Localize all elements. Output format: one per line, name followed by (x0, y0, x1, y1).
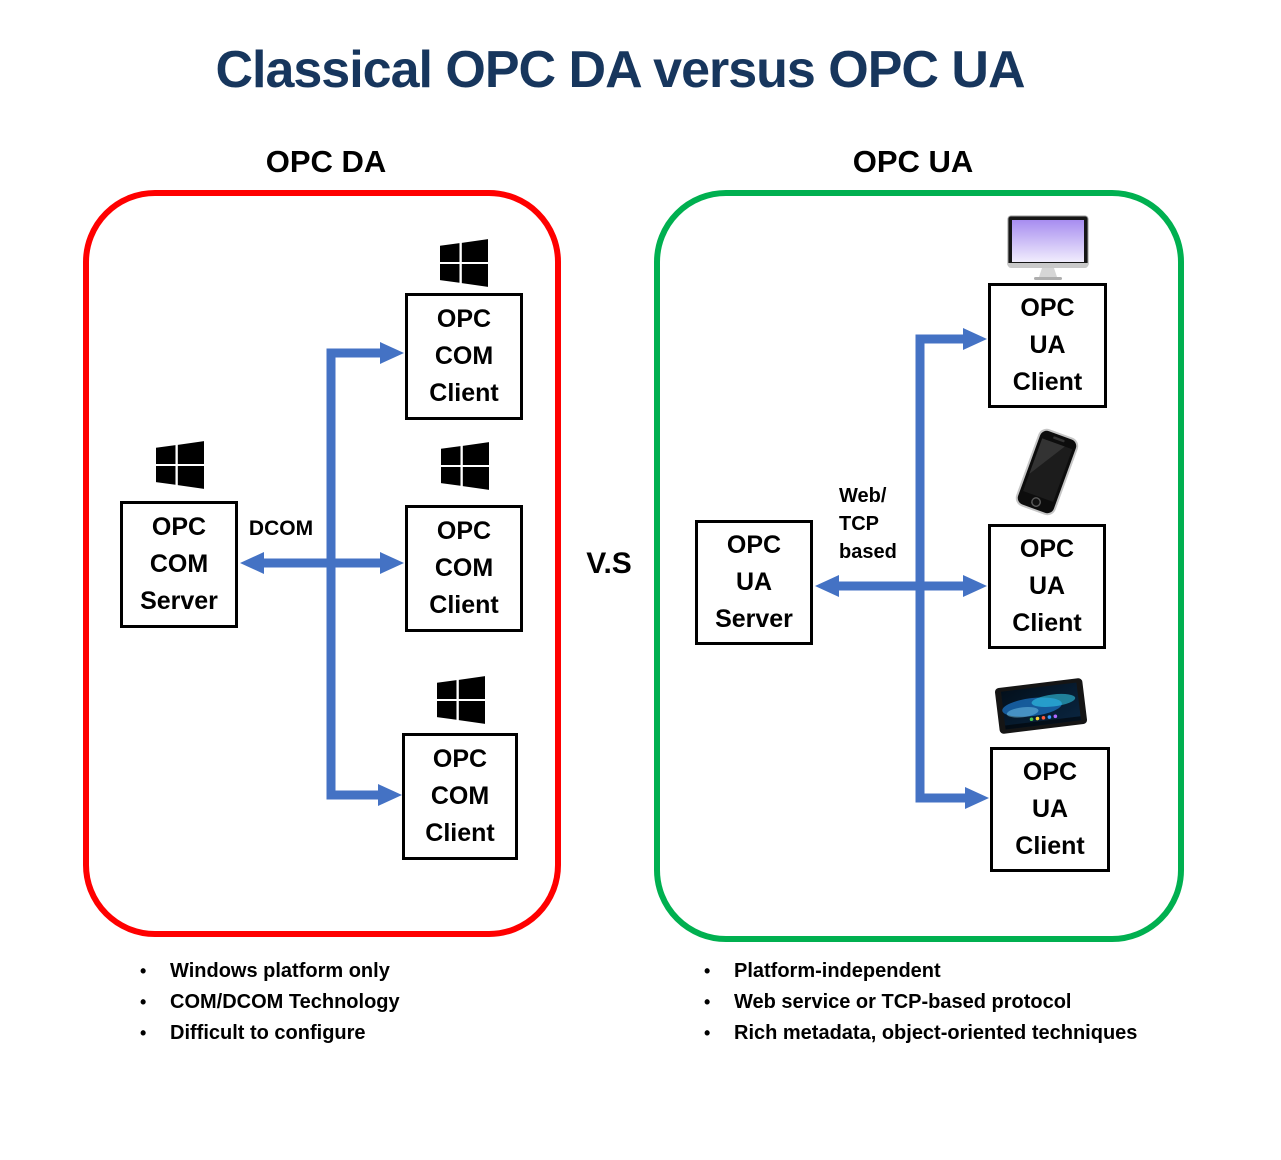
opc-ua-client-box-1: OPC UA Client (988, 283, 1107, 408)
node-line: UA (735, 568, 773, 596)
opc-com-client-box-1: OPC COM Client (405, 293, 523, 420)
bullet-dot: • (140, 992, 147, 1012)
node-line: OPC (436, 305, 492, 333)
node-line: COM (149, 550, 209, 578)
bullet-dot: • (704, 961, 711, 981)
web-tcp-line: Web/ (839, 485, 887, 507)
list-item: • COM/DCOM Technology (140, 991, 400, 1013)
list-item-text: Rich metadata, object-oriented technique… (734, 1022, 1138, 1044)
node-line: Client (1015, 832, 1085, 860)
list-item: • Windows platform only (140, 960, 400, 982)
node-line: OPC (436, 517, 492, 545)
node-line: Server (715, 605, 793, 633)
windows-logo-icon (441, 442, 489, 490)
windows-logo-icon (440, 239, 488, 287)
node-line: COM (434, 554, 494, 582)
web-tcp-line: based (839, 541, 897, 563)
bullet-dot: • (704, 1023, 711, 1043)
versus-label: V.S (586, 547, 632, 580)
node-line: OPC (432, 745, 488, 773)
opc-da-feature-list: • Windows platform only • COM/DCOM Techn… (140, 960, 400, 1044)
opc-ua-server-box: OPC UA Server (695, 520, 813, 645)
node-line: Client (429, 591, 499, 619)
smartphone-icon (1015, 428, 1079, 516)
node-line: OPC (1019, 535, 1075, 563)
windows-logo-icon (156, 441, 204, 489)
opc-com-server-box: OPC COM Server (120, 501, 238, 628)
node-line: UA (1031, 795, 1069, 823)
tablet-icon (994, 678, 1088, 734)
list-item-text: Web service or TCP-based protocol (734, 991, 1072, 1013)
opc-com-client-box-3: OPC COM Client (402, 733, 518, 860)
list-item-text: Platform-independent (734, 960, 941, 982)
web-tcp-connection-label: Web/ TCP based (839, 482, 897, 566)
list-item-text: Difficult to configure (170, 1022, 366, 1044)
list-item: • Rich metadata, object-oriented techniq… (704, 1022, 1137, 1044)
opc-ua-group-outline (654, 190, 1184, 942)
bullet-dot: • (704, 992, 711, 1012)
node-line: UA (1028, 572, 1066, 600)
node-line: COM (434, 342, 494, 370)
list-item: • Web service or TCP-based protocol (704, 991, 1137, 1013)
node-line: Client (1012, 609, 1082, 637)
page-title: Classical OPC DA versus OPC UA (215, 41, 1025, 99)
opc-ua-client-box-3: OPC UA Client (990, 747, 1110, 872)
node-line: Client (429, 379, 499, 407)
right-panel-header: OPC UA (852, 144, 974, 179)
node-line: OPC (1020, 294, 1075, 322)
windows-logo-icon (437, 676, 485, 724)
node-line: Client (1012, 368, 1083, 396)
opc-da-group-outline (83, 190, 561, 937)
node-line: UA (1029, 331, 1066, 359)
dcom-connection-label: DCOM (248, 517, 314, 540)
opc-ua-client-box-2: OPC UA Client (988, 524, 1106, 649)
node-line: COM (430, 782, 490, 810)
node-line: OPC (1022, 758, 1078, 786)
left-panel-header: OPC DA (265, 144, 387, 179)
list-item: • Difficult to configure (140, 1022, 400, 1044)
node-line: Client (425, 819, 495, 847)
list-item-text: Windows platform only (170, 960, 390, 982)
bullet-dot: • (140, 1023, 147, 1043)
opc-com-client-box-2: OPC COM Client (405, 505, 523, 632)
node-line: OPC (151, 513, 207, 541)
node-line: OPC (726, 531, 782, 559)
list-item-text: COM/DCOM Technology (170, 991, 400, 1013)
node-line: Server (140, 587, 218, 615)
web-tcp-line: TCP (839, 513, 879, 535)
list-item: • Platform-independent (704, 960, 1137, 982)
desktop-monitor-icon (1007, 215, 1089, 280)
bullet-dot: • (140, 961, 147, 981)
opc-ua-feature-list: • Platform-independent • Web service or … (704, 960, 1137, 1044)
